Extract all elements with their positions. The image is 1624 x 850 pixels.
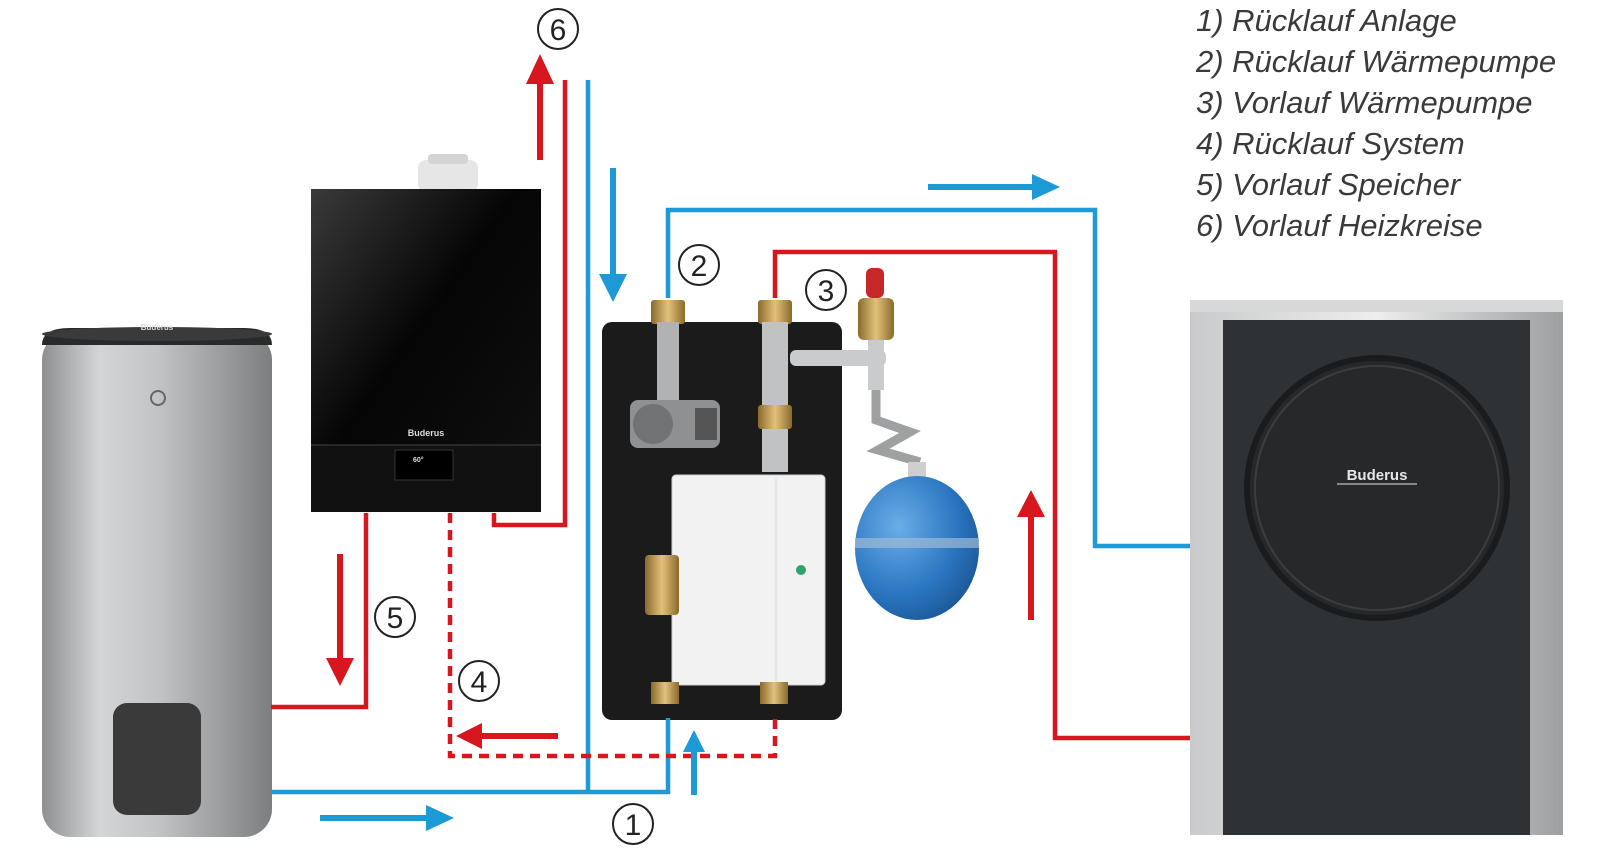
pipe-flow-storage	[271, 513, 369, 710]
marker-3: 3	[805, 269, 847, 311]
legend-item-1: 1) Rücklauf Anlage	[1196, 3, 1457, 38]
marker-4: 4	[458, 660, 500, 702]
legend: 1) Rücklauf Anlage 2) Rücklauf Wärmepump…	[1196, 0, 1556, 246]
arrow-right-blue-icon	[426, 805, 454, 831]
legend-item-2: 2) Rücklauf Wärmepumpe	[1196, 44, 1557, 79]
marker-1: 1	[612, 803, 654, 845]
svg-text:6: 6	[550, 14, 567, 47]
arrow-up-red-icon	[1017, 490, 1045, 517]
arrow-left-red-icon	[456, 723, 482, 749]
hydraulic-module	[602, 300, 842, 720]
pipe-flow-heating-circuits	[491, 80, 568, 528]
svg-text:3: 3	[818, 275, 835, 308]
boiler-display: 60°	[413, 456, 424, 464]
flow-arrows	[320, 54, 1060, 831]
pipe-flow-heatpump	[772, 249, 1190, 741]
heatpump-brand-label: Buderus	[1347, 467, 1408, 484]
thermometer-icon	[150, 390, 166, 406]
safety-valve	[790, 268, 922, 467]
pipe-network	[271, 80, 1190, 795]
pipe-return-system-main	[271, 718, 671, 795]
arrow-right-blue-icon	[1032, 174, 1060, 200]
hot-water-storage-tank: Buderus	[42, 323, 272, 837]
marker-2: 2	[678, 244, 720, 286]
marker-5: 5	[374, 596, 416, 638]
expansion-vessel	[855, 462, 979, 620]
svg-text:5: 5	[387, 602, 404, 635]
pipe-return-system-dashed	[447, 513, 778, 759]
tank-insulation-cover	[113, 703, 201, 815]
svg-text:1: 1	[625, 809, 642, 842]
arrow-down-blue-icon	[599, 274, 627, 302]
marker-6: 6	[537, 8, 579, 50]
legend-item-5: 5) Vorlauf Speicher	[1196, 167, 1461, 202]
arrow-down-red-icon	[326, 658, 354, 686]
pipe-return-heatpump	[665, 207, 1190, 549]
tank-brand-label: Buderus	[141, 323, 174, 332]
arrow-up-blue-icon	[683, 730, 705, 752]
svg-text:4: 4	[471, 666, 488, 699]
heat-pump-outdoor-unit: Buderus	[1190, 300, 1563, 835]
legend-item-4: 4) Rücklauf System	[1196, 126, 1465, 161]
legend-item-3: 3) Vorlauf Wärmepumpe	[1196, 85, 1533, 120]
arrow-up-red-icon	[526, 54, 554, 84]
wall-mounted-boiler: 60° Buderus	[311, 154, 541, 512]
svg-text:2: 2	[691, 250, 708, 283]
boiler-brand-label: Buderus	[408, 428, 445, 438]
legend-item-6: 6) Vorlauf Heizkreise	[1196, 208, 1483, 243]
